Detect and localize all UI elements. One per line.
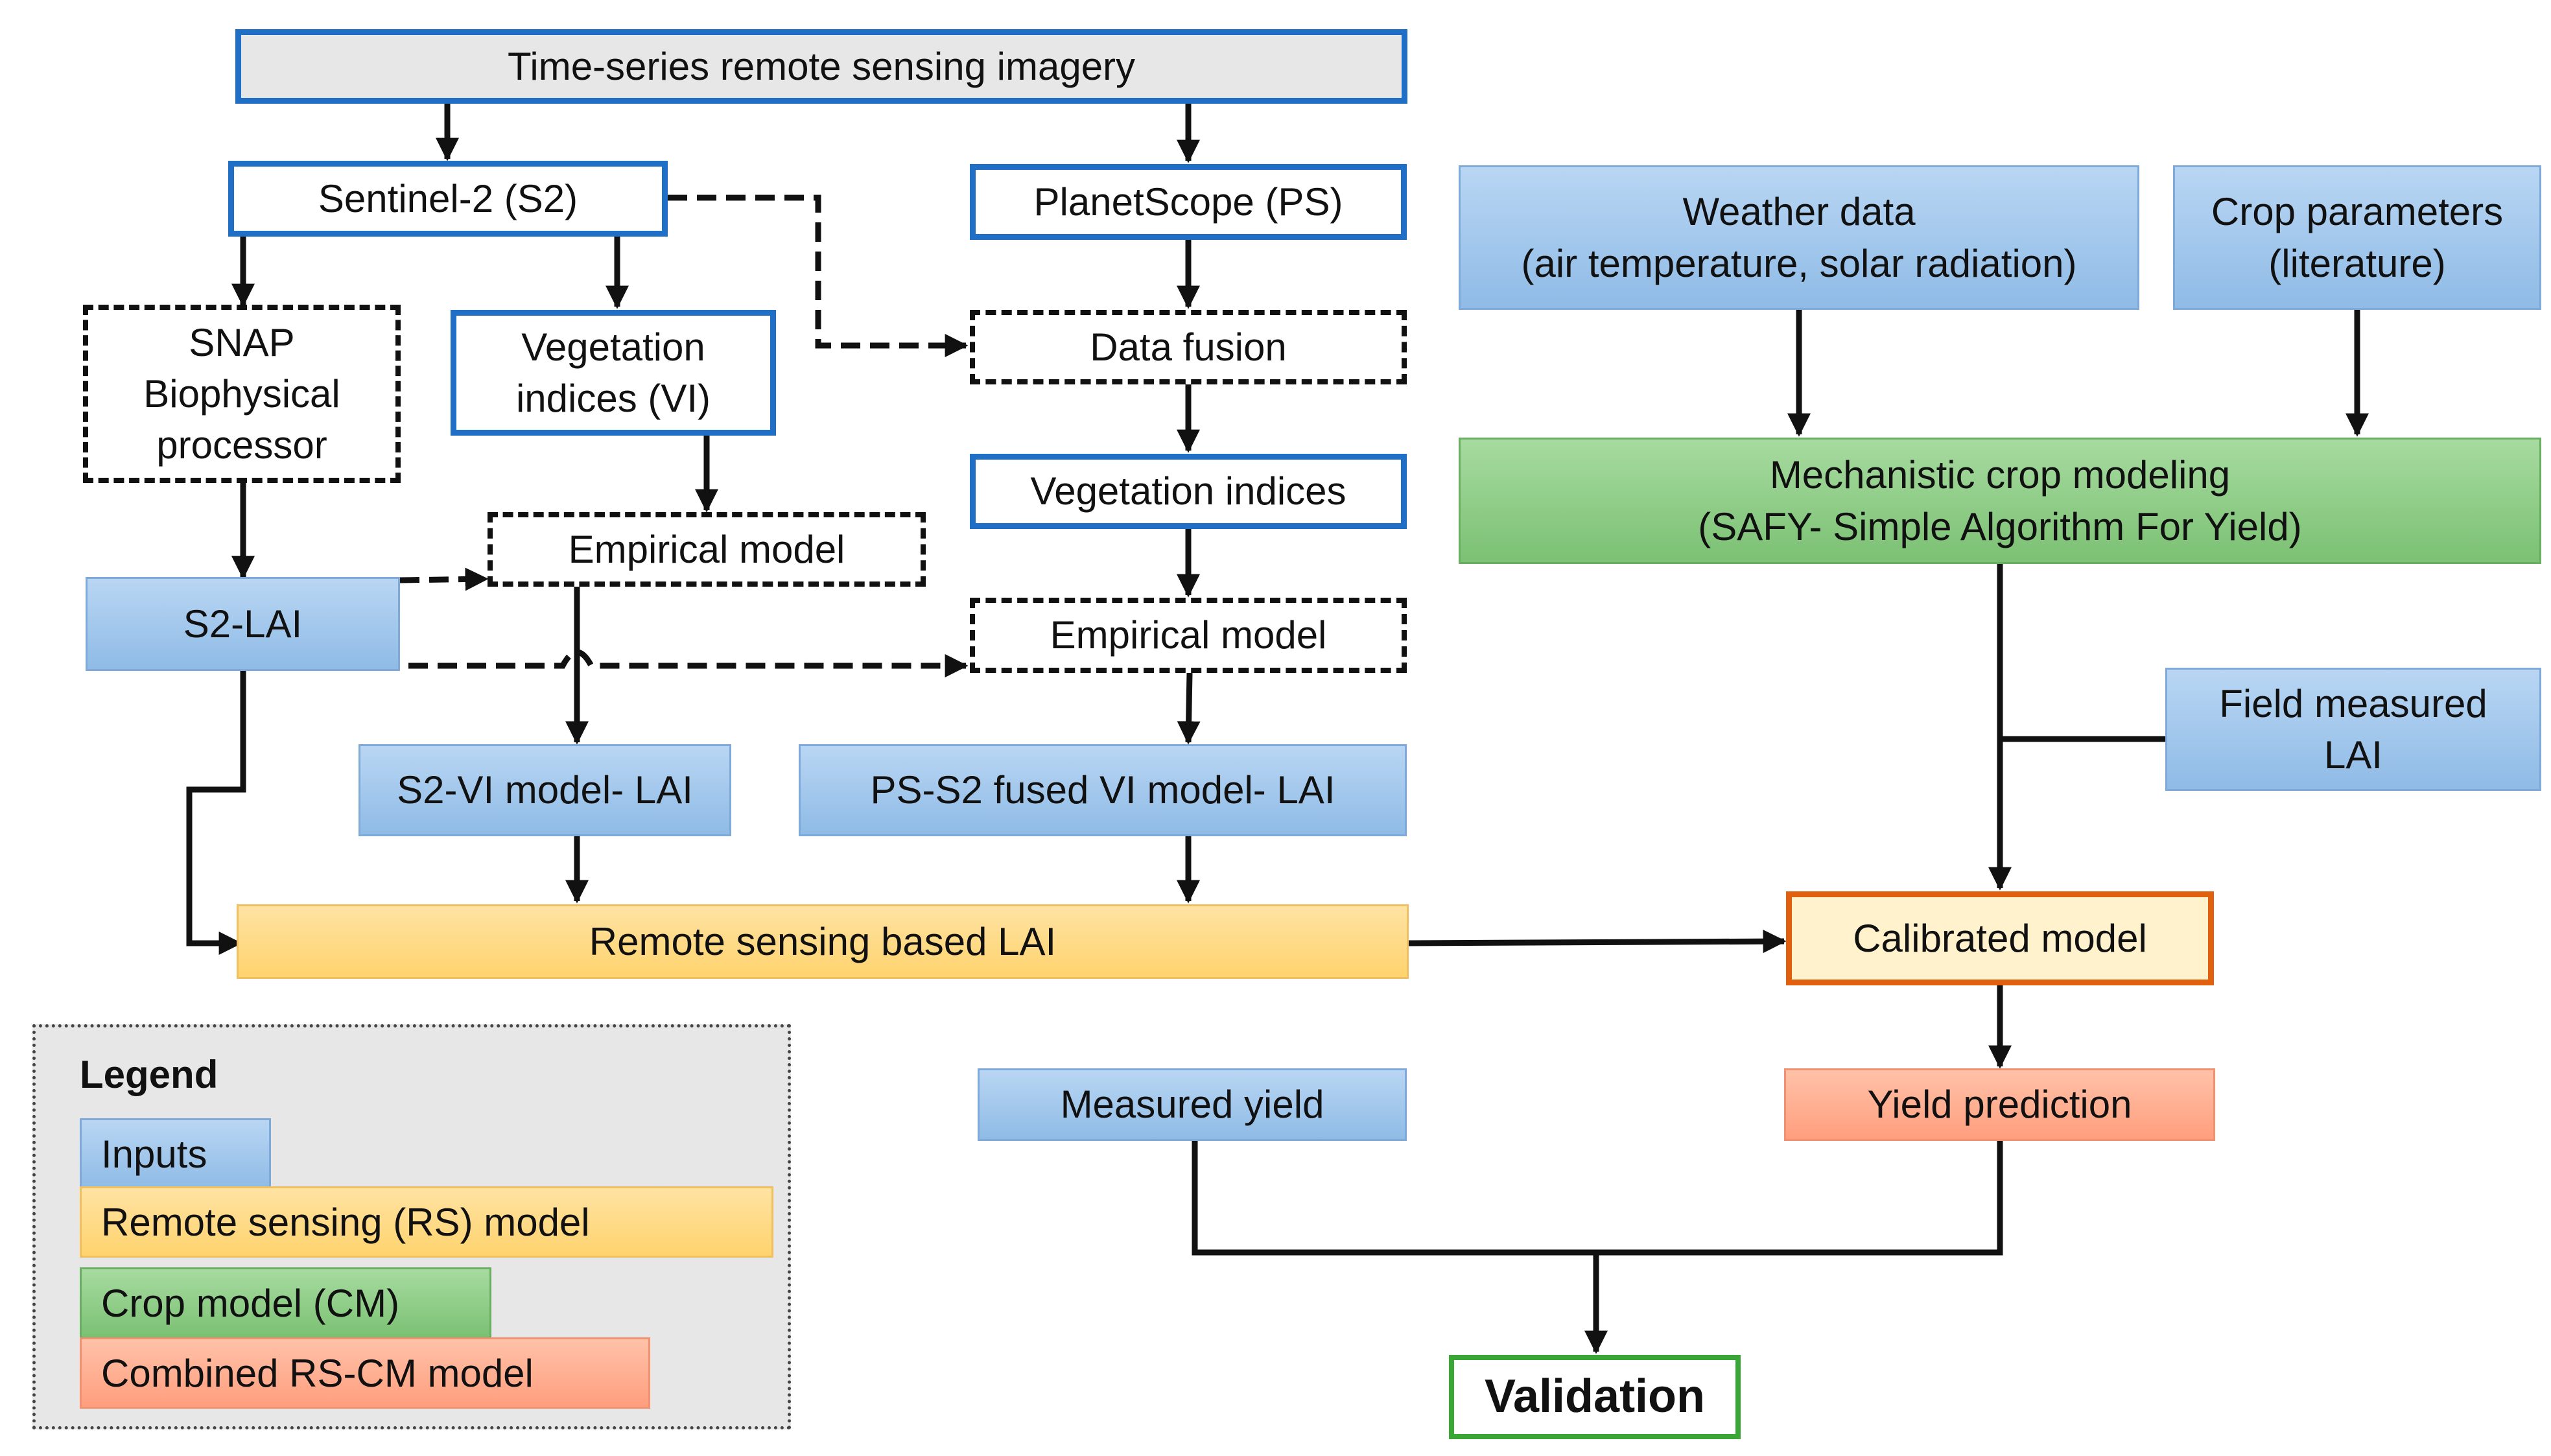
ts-imagery-box: Time-series remote sensing imagery	[235, 29, 1407, 104]
empirical-model-1-box: Empirical model	[488, 512, 926, 587]
arrow-empirical2-to-fusedlai	[1177, 672, 1201, 745]
arrow-rslai-to-calibrated	[1408, 930, 1787, 954]
legend-item-rs-model: Remote sensing (RS) model	[80, 1186, 773, 1258]
weather-data-box: Weather data (air temperature, solar rad…	[1459, 165, 2139, 310]
arrow-s2lai-to-rslai	[186, 671, 246, 955]
dashed-s2lai-to-empirical1	[399, 567, 489, 591]
vegetation-vi-box: Vegetation indices (VI)	[451, 310, 776, 436]
remote-sensing-lai-box: Remote sensing based LAI	[237, 904, 1409, 979]
snap-processor-box: SNAP Biophysical processor	[83, 305, 401, 483]
dashed-s2lai-to-empirical2	[408, 649, 969, 677]
line-measured-to-join	[1192, 1141, 2003, 1256]
empirical-model-2-box: Empirical model	[970, 598, 1407, 673]
sentinel2-box: Sentinel-2 (S2)	[228, 161, 668, 237]
s2-vi-lai-box: S2-VI model- LAI	[359, 744, 731, 836]
legend-panel: Legend Inputs Remote sensing (RS) model …	[32, 1024, 791, 1429]
legend-item-inputs: Inputs	[80, 1118, 271, 1190]
ps-s2-fused-lai-box: PS-S2 fused VI model- LAI	[799, 744, 1407, 836]
mechanistic-crop-model-box: Mechanistic crop modeling (SAFY- Simple …	[1459, 438, 2541, 564]
data-fusion-box: Data fusion	[970, 310, 1407, 384]
s2-lai-box: S2-LAI	[86, 577, 400, 671]
yield-prediction-box: Yield prediction	[1784, 1068, 2215, 1141]
dashed-s2-to-fusion	[668, 194, 969, 357]
field-measured-lai-box: Field measured LAI	[2165, 668, 2541, 791]
validation-box: Validation	[1449, 1355, 1741, 1439]
legend-title: Legend	[80, 1053, 218, 1096]
planetscope-box: PlanetScope (PS)	[970, 164, 1407, 240]
legend-item-crop-model: Crop model (CM)	[80, 1267, 491, 1339]
legend-item-combined-model: Combined RS-CM model	[80, 1337, 650, 1409]
vegetation-indices-box: Vegetation indices	[970, 454, 1407, 529]
crop-parameters-box: Crop parameters (literature)	[2173, 165, 2541, 310]
measured-yield-box: Measured yield	[978, 1068, 1407, 1141]
calibrated-model-box: Calibrated model	[1786, 891, 2214, 985]
